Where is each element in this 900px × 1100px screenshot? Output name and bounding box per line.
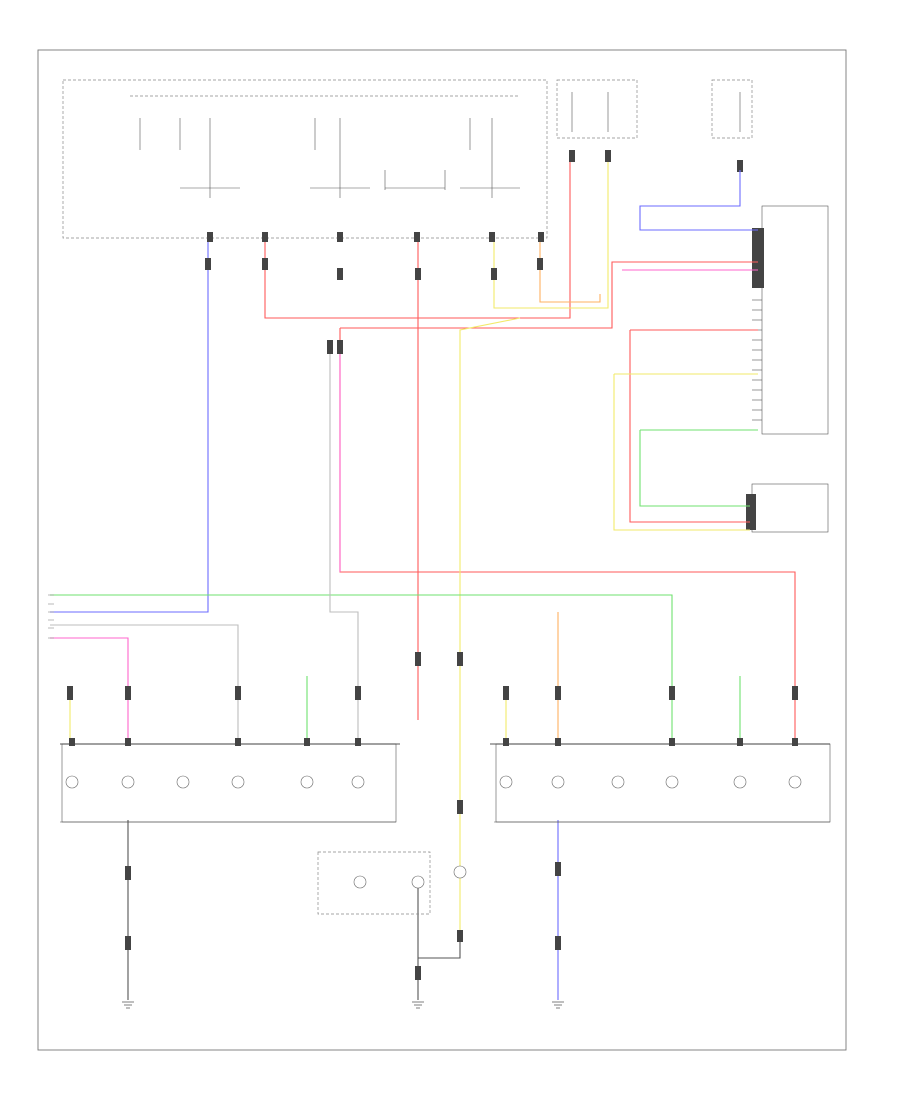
wire-orange: [539, 242, 601, 303]
inline-connectors: [67, 258, 798, 980]
left-stop-lamp-bulb-icon: [351, 775, 365, 789]
left-side-marker-bulb-icon: [300, 775, 314, 789]
high-mount-stop-lamp-bulb-icon: [453, 865, 467, 879]
right-tail-lamp-bulb-icon: [551, 775, 565, 789]
ground-right-icon: [552, 1001, 564, 1009]
wire-pink-left: [50, 637, 129, 744]
fuse-panel-left: [556, 79, 638, 162]
wire-gray-main: [329, 340, 359, 744]
ground-left-icon: [122, 1001, 134, 1009]
wire-green-long: [50, 594, 673, 744]
right-tail-lamp-unit: [494, 738, 831, 823]
wire-ground-center-link: [418, 930, 461, 959]
central-control-module: [62, 79, 548, 242]
right-turn-lamp-bulb-icon: [611, 775, 625, 789]
wire-gray-left: [50, 624, 239, 744]
right-reverse-lamp-bulb-icon: [665, 775, 679, 789]
right-brake-lamp-bulb-icon: [499, 775, 513, 789]
wire-red-lower: [339, 328, 796, 744]
right-stop-lamp-bulb-icon: [788, 775, 802, 789]
left-tail-lamp-unit: [60, 738, 397, 823]
license-lamp-right-bulb-icon: [411, 875, 425, 889]
wire-yellow-main: [493, 162, 609, 309]
trailer-module-block: [752, 205, 829, 435]
left-tail-lamp-bulb-icon: [121, 775, 135, 789]
left-reverse-lamp-bulb-icon: [231, 775, 245, 789]
wire-blue-left: [50, 242, 209, 613]
wire-blue-right: [639, 170, 758, 231]
left-brake-lamp-bulb-icon: [65, 775, 79, 789]
license-lamp-left-bulb-icon: [353, 875, 367, 889]
fuse-panel-right: [711, 79, 753, 172]
ground-symbols: [122, 1001, 564, 1009]
wire-green-trailer-down: [639, 430, 750, 507]
wire-red-trailer-down: [629, 330, 750, 523]
wire-yellow-trailer-down: [613, 374, 750, 531]
left-margin-wire-ticks: [48, 594, 54, 639]
diagram-border: [37, 49, 847, 1051]
right-side-marker-bulb-icon: [733, 775, 747, 789]
wire-red-branch: [340, 261, 758, 329]
left-turn-lamp-bulb-icon: [176, 775, 190, 789]
trailer-tow-connector-block: [746, 483, 829, 533]
ground-center-icon: [412, 1001, 424, 1009]
license-lamp-assembly: [317, 851, 467, 915]
wire-yellow-long: [459, 317, 521, 930]
